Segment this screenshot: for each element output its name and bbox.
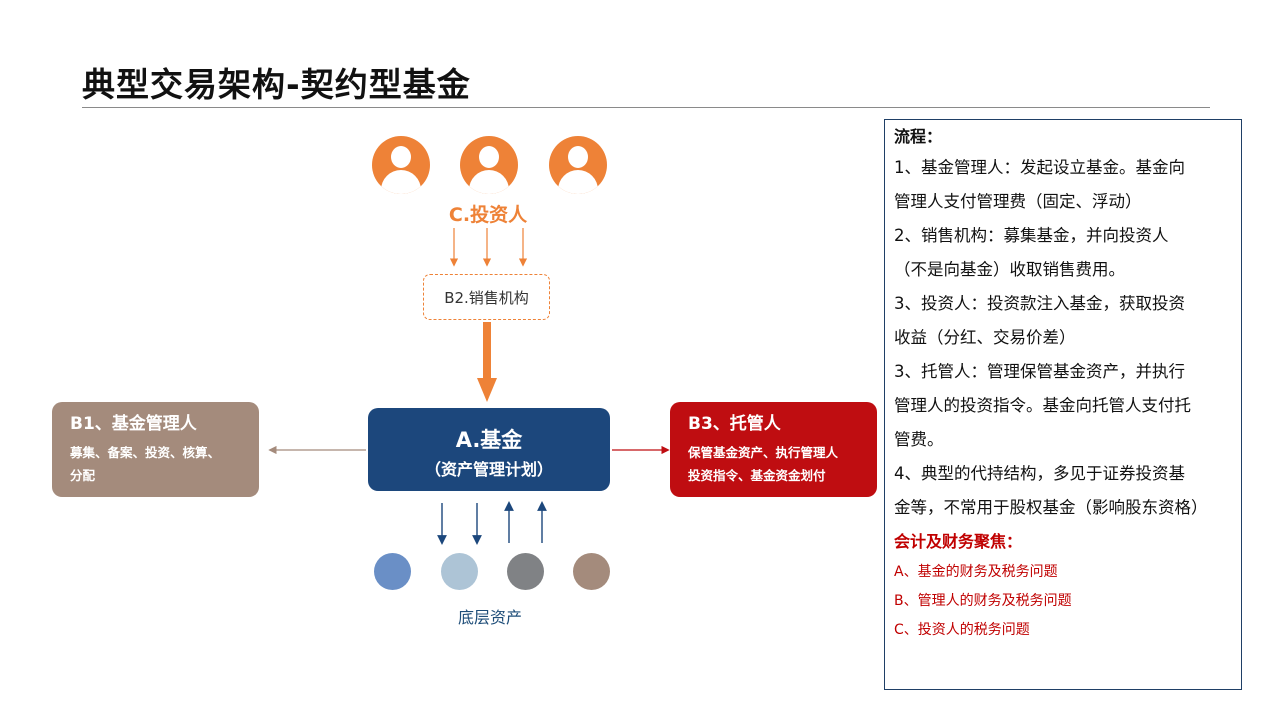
fund-name: A.基金	[455, 428, 523, 452]
focus-item: A、基金的财务及税务问题	[894, 564, 1058, 580]
arrow-sales-to-fund-shaft	[483, 322, 491, 378]
underlying-assets-label: 底层资产	[457, 608, 522, 627]
process-line: 2、销售机构：募集基金，并向投资人	[894, 226, 1169, 245]
fund-manager-box: B1、基金管理人 募集、备案、投资、核算、 分配	[52, 402, 259, 497]
process-line: 3、托管人：管理保管基金资产，并执行	[894, 362, 1185, 381]
process-line: 1、基金管理人：发起设立基金。基金向	[894, 158, 1185, 177]
custodian-title: B3、托管人	[688, 414, 781, 434]
process-line: 金等，不常用于股权基金（影响股东资格）	[894, 498, 1208, 517]
process-panel: 流程： 1、基金管理人：发起设立基金。基金向 管理人支付管理费（固定、浮动） 2…	[884, 119, 1242, 690]
person-icon	[549, 136, 607, 194]
process-line: 管理人支付管理费（固定、浮动）	[894, 192, 1142, 211]
custodian-desc: 保管基金资产、执行管理人 投资指令、基金资金划付	[688, 441, 869, 487]
custodian-desc-line: 保管基金资产、执行管理人	[688, 445, 839, 460]
asset-dot	[573, 553, 610, 590]
asset-dot	[374, 553, 411, 590]
focus-heading: 会计及财务聚焦：	[894, 532, 1023, 551]
process-line: 收益（分红、交易价差）	[894, 328, 1076, 347]
process-heading: 流程：	[894, 127, 943, 146]
page-title: 典型交易架构-契约型基金	[82, 65, 471, 104]
arrow-sales-to-fund-head	[477, 378, 497, 402]
fund-manager-desc-line: 分配	[70, 468, 96, 483]
asset-dot	[441, 553, 478, 590]
investors-label: C.投资人	[448, 204, 528, 226]
process-line: （不是向基金）收取销售费用。	[894, 260, 1125, 279]
custodian-desc-line: 投资指令、基金资金划付	[688, 468, 826, 483]
person-icon	[372, 136, 430, 194]
focus-item: B、管理人的财务及税务问题	[894, 593, 1072, 609]
fund-box: A.基金 （资产管理计划）	[368, 408, 610, 491]
fund-manager-desc: 募集、备案、投资、核算、 分配	[70, 441, 247, 487]
sales-agency-label: B2.销售机构	[444, 288, 529, 307]
sales-agency-box: B2.销售机构	[423, 274, 550, 320]
person-icon	[460, 136, 518, 194]
focus-item: C、投资人的税务问题	[894, 622, 1030, 638]
process-line: 4、典型的代持结构，多见于证券投资基	[894, 464, 1185, 483]
fund-subtitle: （资产管理计划）	[424, 460, 553, 479]
custodian-box: B3、托管人 保管基金资产、执行管理人 投资指令、基金资金划付	[670, 402, 877, 497]
process-line: 管理人的投资指令。基金向托管人支付托	[894, 396, 1191, 415]
process-line: 管费。	[894, 430, 944, 449]
process-line: 3、投资人：投资款注入基金，获取投资	[894, 294, 1185, 313]
asset-dot	[507, 553, 544, 590]
fund-manager-desc-line: 募集、备案、投资、核算、	[70, 445, 221, 460]
title-divider	[82, 107, 1210, 108]
fund-manager-title: B1、基金管理人	[70, 414, 197, 434]
